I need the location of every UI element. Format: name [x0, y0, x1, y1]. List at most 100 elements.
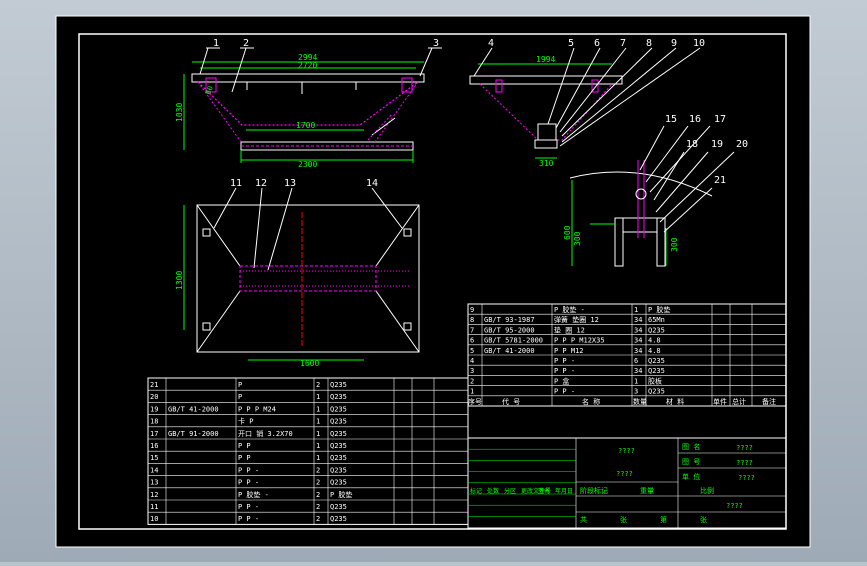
dim-front-top2: 2720 — [298, 61, 317, 70]
sheet-outer-border — [55, 15, 811, 548]
sheet-inner-border — [78, 33, 787, 530]
bom-right-cell: Q235 — [648, 367, 665, 375]
bom-left-cell: GB/T 41-2000 — [168, 405, 219, 413]
bom-right-cell: 4.8 — [648, 347, 661, 355]
bom-right-cell: 垫 圈 12 — [554, 325, 585, 334]
bom-left-cell: 2 — [316, 491, 320, 499]
bom-left-cell: 卡 P — [238, 417, 253, 426]
title-stage-label: 重量 — [640, 487, 654, 495]
bom-left-cell: P P - — [238, 466, 259, 474]
balloon-3: 3 — [433, 38, 439, 49]
side-view — [469, 47, 701, 159]
bom-right-cell: 3 — [470, 367, 474, 375]
bom-right-cell: 1 — [634, 306, 638, 314]
balloon-17: 17 — [714, 114, 726, 125]
balloon-20: 20 — [736, 139, 748, 150]
title-bottom-label: 共 — [580, 515, 587, 524]
bom-right-cell: GB/T 93-1987 — [484, 316, 535, 324]
bom-right-cell: 6 — [634, 357, 638, 365]
bom-right-cell: 34 — [634, 316, 642, 324]
bom-left-cell: 2 — [316, 515, 320, 523]
bom-left-cell: Q235 — [330, 405, 347, 413]
bom-left-cell: 1 — [316, 393, 320, 401]
front-view — [183, 47, 442, 163]
bom-left-cell: Q235 — [330, 466, 347, 474]
bom-right-cell: 弹簧 垫圈 12 — [554, 315, 599, 324]
bom-left-cell: P — [238, 381, 242, 389]
bom-right-cell: 34 — [634, 337, 642, 345]
bom-right-cell: P 盒 — [554, 376, 569, 385]
bom-left-cell: 2 — [316, 466, 320, 474]
balloon-4: 4 — [488, 38, 494, 49]
bom-right-header: 代 号 — [502, 397, 520, 406]
bom-left-cell: P P - — [238, 515, 259, 523]
detail-view — [569, 125, 735, 267]
dim-side-bottom: 310 — [539, 159, 554, 168]
bom-left-cell: 17 — [150, 430, 158, 438]
bom-left-cell: Q235 — [330, 418, 347, 426]
dim-plan-height: 1300 — [175, 271, 184, 290]
bom-left-cell: 1 — [316, 442, 320, 450]
front-hopper-sides — [197, 81, 419, 126]
bom-left-cell: P 胶垫 — [330, 490, 352, 499]
bom-left-cell: P P - — [238, 479, 259, 487]
bom-left-cell: 2 — [316, 479, 320, 487]
bom-right-cell: 4.8 — [648, 337, 661, 345]
bom-right-cell: 1 — [470, 388, 474, 396]
bom-left-cell: Q235 — [330, 479, 347, 487]
bom-right-cell: 胶板 — [648, 376, 662, 385]
bom-left-cell: Q235 — [330, 442, 347, 450]
bom-left-cell: 18 — [150, 418, 158, 426]
dim-detail-h1: 600 — [563, 225, 572, 240]
plan-view — [183, 187, 420, 361]
bom-left-cell: 1 — [316, 405, 320, 413]
bom-left-cell: 11 — [150, 503, 158, 511]
bom-right-cell: P P M12 — [554, 347, 584, 355]
bom-right-cell: P 胶垫 — [648, 305, 670, 314]
title-sig-label: 标记 — [470, 487, 482, 495]
title-sig-label: 签名 — [538, 487, 550, 495]
title-right-label: 图 名 — [682, 442, 700, 451]
bom-right-cell: 34 — [634, 326, 642, 334]
bom-right-header: 材 料 — [666, 397, 684, 406]
balloon-12: 12 — [255, 178, 267, 189]
bom-right-cell: Q235 — [648, 357, 665, 365]
bom-left-cell: GB/T 91-2000 — [168, 430, 219, 438]
bom-right-cell: GB/T 41-2000 — [484, 347, 535, 355]
bom-right-cell: 4 — [470, 357, 474, 365]
bom-right-cell: Q235 — [648, 388, 665, 396]
bom-left-cell: 10 — [150, 515, 158, 523]
title-bottom-label: 张 — [620, 515, 627, 524]
bom-left-cell: Q235 — [330, 503, 347, 511]
title-sig-label: 分区 — [504, 487, 516, 495]
bom-right-header: 备注 — [762, 397, 776, 406]
balloon-16: 16 — [689, 114, 701, 125]
balloon-21: 21 — [714, 175, 726, 186]
balloon-5: 5 — [568, 38, 574, 49]
bom-left-cell: 1 — [316, 418, 320, 426]
bom-right-cell: 34 — [634, 347, 642, 355]
bom-left-cell: 1 — [316, 454, 320, 462]
balloon-15: 15 — [665, 114, 677, 125]
bom-right-cell: GB/T 5781-2000 — [484, 337, 543, 345]
bom-left-cell: 13 — [150, 479, 158, 487]
bom-left-cell: P P — [238, 454, 251, 462]
bom-left-cell: 12 — [150, 491, 158, 499]
title-right-label: 单 位 — [682, 472, 700, 481]
title-q1: ???? — [618, 447, 635, 455]
dim-front-bottom: 2300 — [298, 160, 317, 169]
title-q3: ???? — [726, 502, 743, 510]
bom-right-cell: 9 — [470, 306, 474, 314]
dim-detail-h2: 300 — [670, 237, 679, 252]
dim-front-angle: 60 — [204, 85, 214, 96]
dim-plan-width: 1600 — [300, 359, 319, 368]
bom-left-cell: Q235 — [330, 515, 347, 523]
bom-right-cell: P P P M12X35 — [554, 337, 605, 345]
bom-left-cell: Q235 — [330, 381, 347, 389]
title-stage-label: 比例 — [700, 486, 714, 495]
title-r3: ???? — [738, 474, 755, 482]
